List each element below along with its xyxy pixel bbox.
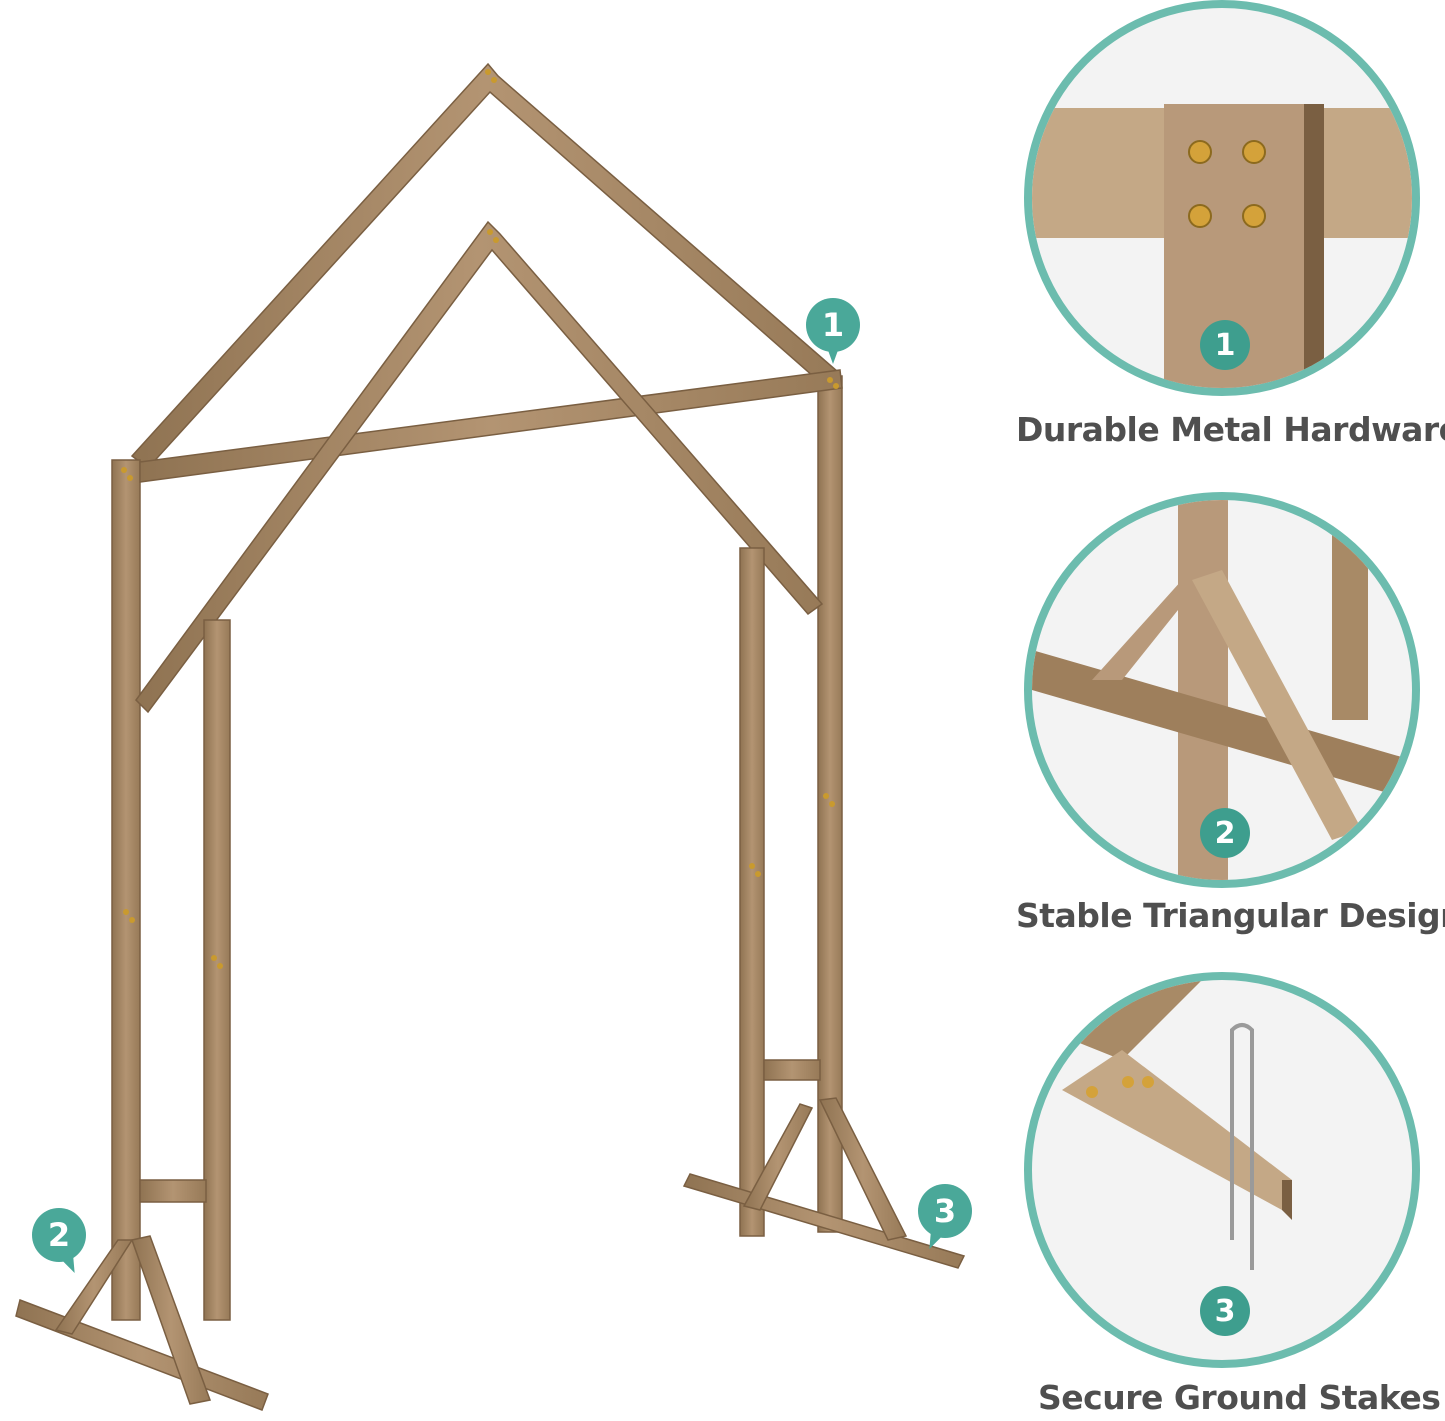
- ground-stake-closeup-image: [1062, 980, 1292, 1270]
- feature-caption-stakes: Secure Ground Stakes: [1038, 1378, 1441, 1417]
- marker-number: 3: [918, 1184, 972, 1238]
- feature-caption-triangular: Stable Triangular Design: [1016, 896, 1445, 935]
- wooden-arch-illustration: [15, 62, 966, 1411]
- feature-number-badge: 3: [1200, 1286, 1250, 1336]
- marker-number: 2: [32, 1208, 86, 1262]
- marker-pin-1: 1: [806, 298, 860, 368]
- hardware-closeup-image: [1032, 104, 1412, 388]
- feature-number-badge: 1: [1200, 320, 1250, 370]
- feature-number-badge: 2: [1200, 808, 1250, 858]
- triangular-base-closeup-image: [1032, 500, 1412, 880]
- marker-pointer: [825, 342, 841, 364]
- marker-pin-3: 3: [918, 1184, 972, 1254]
- feature-caption-hardware: Durable Metal Hardware: [1016, 410, 1445, 449]
- marker-pin-2: 2: [32, 1208, 86, 1278]
- feature-detail-circle-hardware: 1: [1024, 0, 1420, 396]
- feature-detail-circle-triangular: 2: [1024, 492, 1420, 888]
- feature-detail-circle-stakes: 3: [1024, 972, 1420, 1368]
